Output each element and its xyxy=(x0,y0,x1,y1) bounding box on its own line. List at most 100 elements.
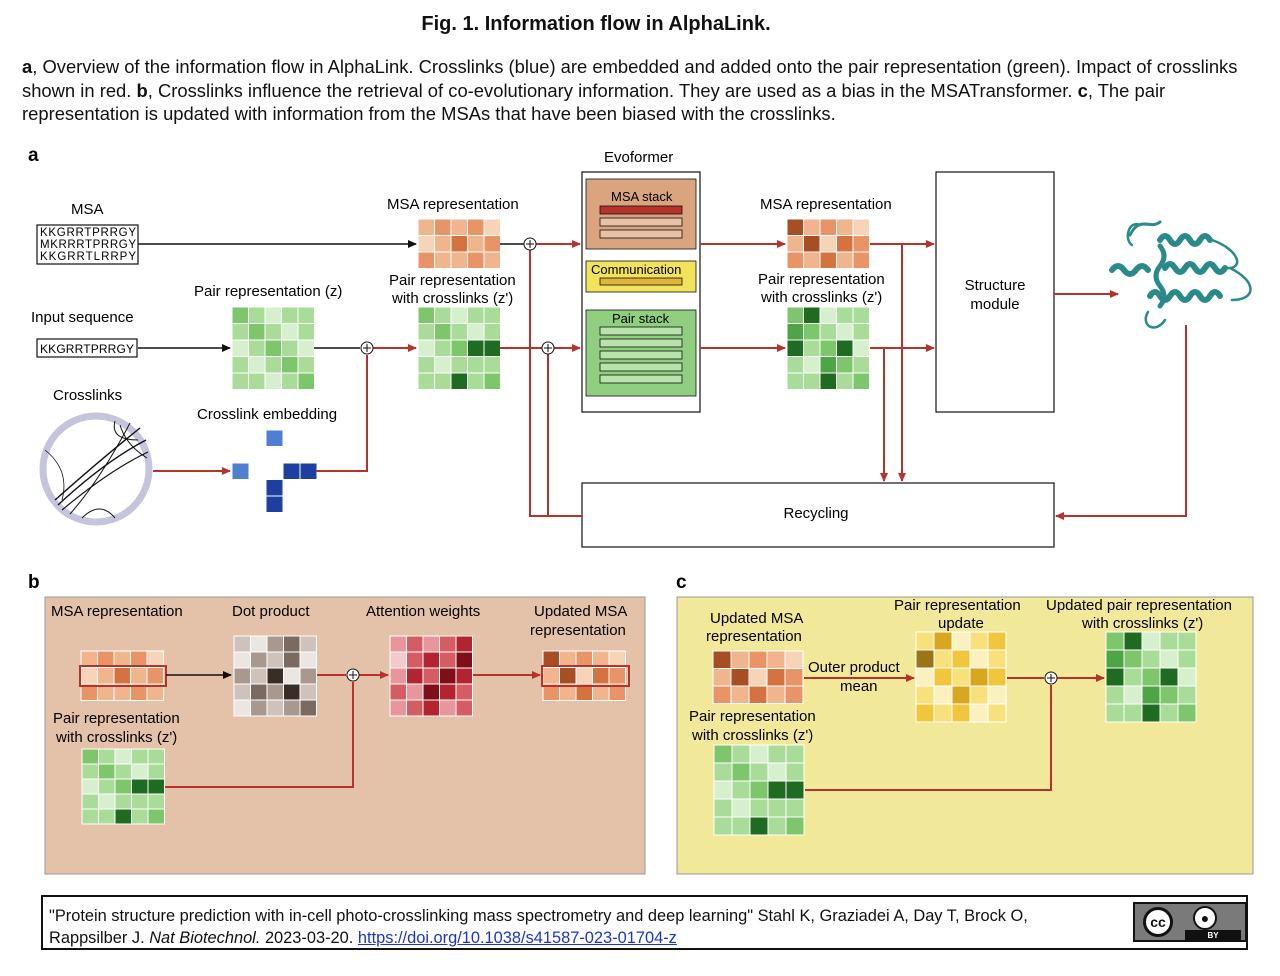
panel-b-attention-label: Attention weights xyxy=(366,603,480,620)
grid-cell xyxy=(852,356,870,374)
grid-cell xyxy=(803,356,821,374)
grid-cell xyxy=(250,667,268,685)
msa-rep-grid-a xyxy=(417,218,501,269)
grid-cell xyxy=(113,667,131,685)
grid-cell xyxy=(146,683,164,701)
grid-cell xyxy=(786,339,804,357)
grid-cell xyxy=(248,339,266,357)
panel-b-updated-msa-label-1: Updated MSA xyxy=(534,603,627,620)
grid-cell xyxy=(131,748,149,765)
grid-cell xyxy=(81,748,99,765)
grid-cell xyxy=(749,798,769,818)
grid-cell xyxy=(803,218,821,236)
grid-cell xyxy=(434,218,452,236)
grid-cell xyxy=(483,372,501,390)
grid-cell xyxy=(450,372,468,390)
grid-cell xyxy=(915,685,935,705)
grid-cell xyxy=(712,685,732,704)
grid-cell xyxy=(248,462,267,480)
grid-cell xyxy=(1159,667,1179,687)
caption-a-letter: a xyxy=(22,56,33,77)
grid-cell xyxy=(406,699,424,717)
grid-cell xyxy=(147,793,165,810)
panel-b-letter: b xyxy=(28,572,40,593)
citation-journal: Nat Biotechnol. xyxy=(149,929,261,947)
grid-cell xyxy=(282,479,301,497)
grid-cell xyxy=(248,495,267,513)
panel-b-pair-label-1: Pair representation xyxy=(53,710,180,727)
grid-cell xyxy=(439,667,457,685)
grid-cell xyxy=(803,323,821,341)
grid-cell xyxy=(283,635,301,653)
pair-rep-out-label-1: Pair representation xyxy=(758,271,885,288)
grid-cell xyxy=(786,251,804,269)
grid-cell xyxy=(147,748,165,765)
grid-cell xyxy=(784,668,804,687)
cc-by-license-badge[interactable]: cc ● BY xyxy=(1133,902,1247,942)
grid-cell xyxy=(417,356,435,374)
figure-caption: a, Overview of the information flow in A… xyxy=(22,55,1252,126)
grid-cell xyxy=(748,668,768,687)
grid-cell xyxy=(97,667,115,685)
grid-cell xyxy=(131,808,149,825)
panel-c-pair-label-1: Pair representation xyxy=(689,708,816,725)
grid-cell xyxy=(450,306,468,324)
grid-cell xyxy=(281,306,299,324)
pair-stack-label: Pair stack xyxy=(612,311,670,326)
by-label: BY xyxy=(1185,930,1241,941)
panel-c-outer-product-label-2: mean xyxy=(840,678,878,695)
panel-b-dot-product-grid xyxy=(233,635,317,717)
grid-cell xyxy=(542,667,560,685)
grid-cell xyxy=(231,495,250,513)
grid-cell xyxy=(712,650,732,669)
grid-cell xyxy=(81,778,99,795)
panel-b-msa-grid xyxy=(80,650,164,701)
panel-c-updated-pair-label-1: Updated pair representation xyxy=(1046,597,1232,614)
grid-cell xyxy=(803,372,821,390)
grid-cell xyxy=(131,763,149,780)
grid-cell xyxy=(264,356,282,374)
grid-cell xyxy=(98,808,116,825)
grid-cell xyxy=(299,699,317,717)
structure-module-box xyxy=(935,171,1055,413)
panel-c-pair-label-2: with crosslinks (z') xyxy=(691,727,813,744)
grid-cell xyxy=(951,649,971,669)
grid-cell xyxy=(1141,703,1161,723)
grid-cell xyxy=(417,372,435,390)
evoformer-label: Evoformer xyxy=(604,149,673,166)
grid-cell xyxy=(575,667,593,685)
grid-cell xyxy=(265,495,284,513)
grid-cell xyxy=(784,685,804,704)
grid-cell xyxy=(592,667,610,685)
grid-cell xyxy=(786,323,804,341)
grid-cell xyxy=(131,793,149,810)
grid-cell xyxy=(819,306,837,324)
figure-title: Fig. 1. Information flow in AlphaLink. xyxy=(421,13,771,35)
grid-cell xyxy=(434,372,452,390)
grid-cell xyxy=(231,479,250,497)
grid-cell xyxy=(767,798,787,818)
grid-cell xyxy=(248,372,266,390)
grid-cell xyxy=(299,429,318,447)
panel-b-pair-label-2: with crosslinks (z') xyxy=(55,729,177,746)
panel-c-pair-update-grid xyxy=(915,631,1007,723)
grid-cell xyxy=(146,667,164,685)
grid-cell xyxy=(748,685,768,704)
panel-c-updated-pair-grid xyxy=(1105,631,1197,723)
grid-cell xyxy=(819,235,837,253)
panel-b-arrows xyxy=(165,668,541,788)
grid-cell xyxy=(417,306,435,324)
grid-cell xyxy=(836,251,854,269)
grid-cell xyxy=(819,251,837,269)
doi-link[interactable]: https://doi.org/10.1038/s41587-023-01704… xyxy=(357,929,677,947)
grid-cell xyxy=(1105,631,1125,651)
grid-cell xyxy=(130,667,148,685)
communication-label: Communication xyxy=(591,262,681,277)
grid-cell xyxy=(450,218,468,236)
grid-cell xyxy=(248,479,267,497)
grid-cell xyxy=(766,685,786,704)
msa-seq-1: KKGRRTPRRGY xyxy=(40,227,136,239)
grid-cell xyxy=(299,651,317,669)
grid-cell xyxy=(1123,631,1143,651)
grid-cell xyxy=(264,323,282,341)
